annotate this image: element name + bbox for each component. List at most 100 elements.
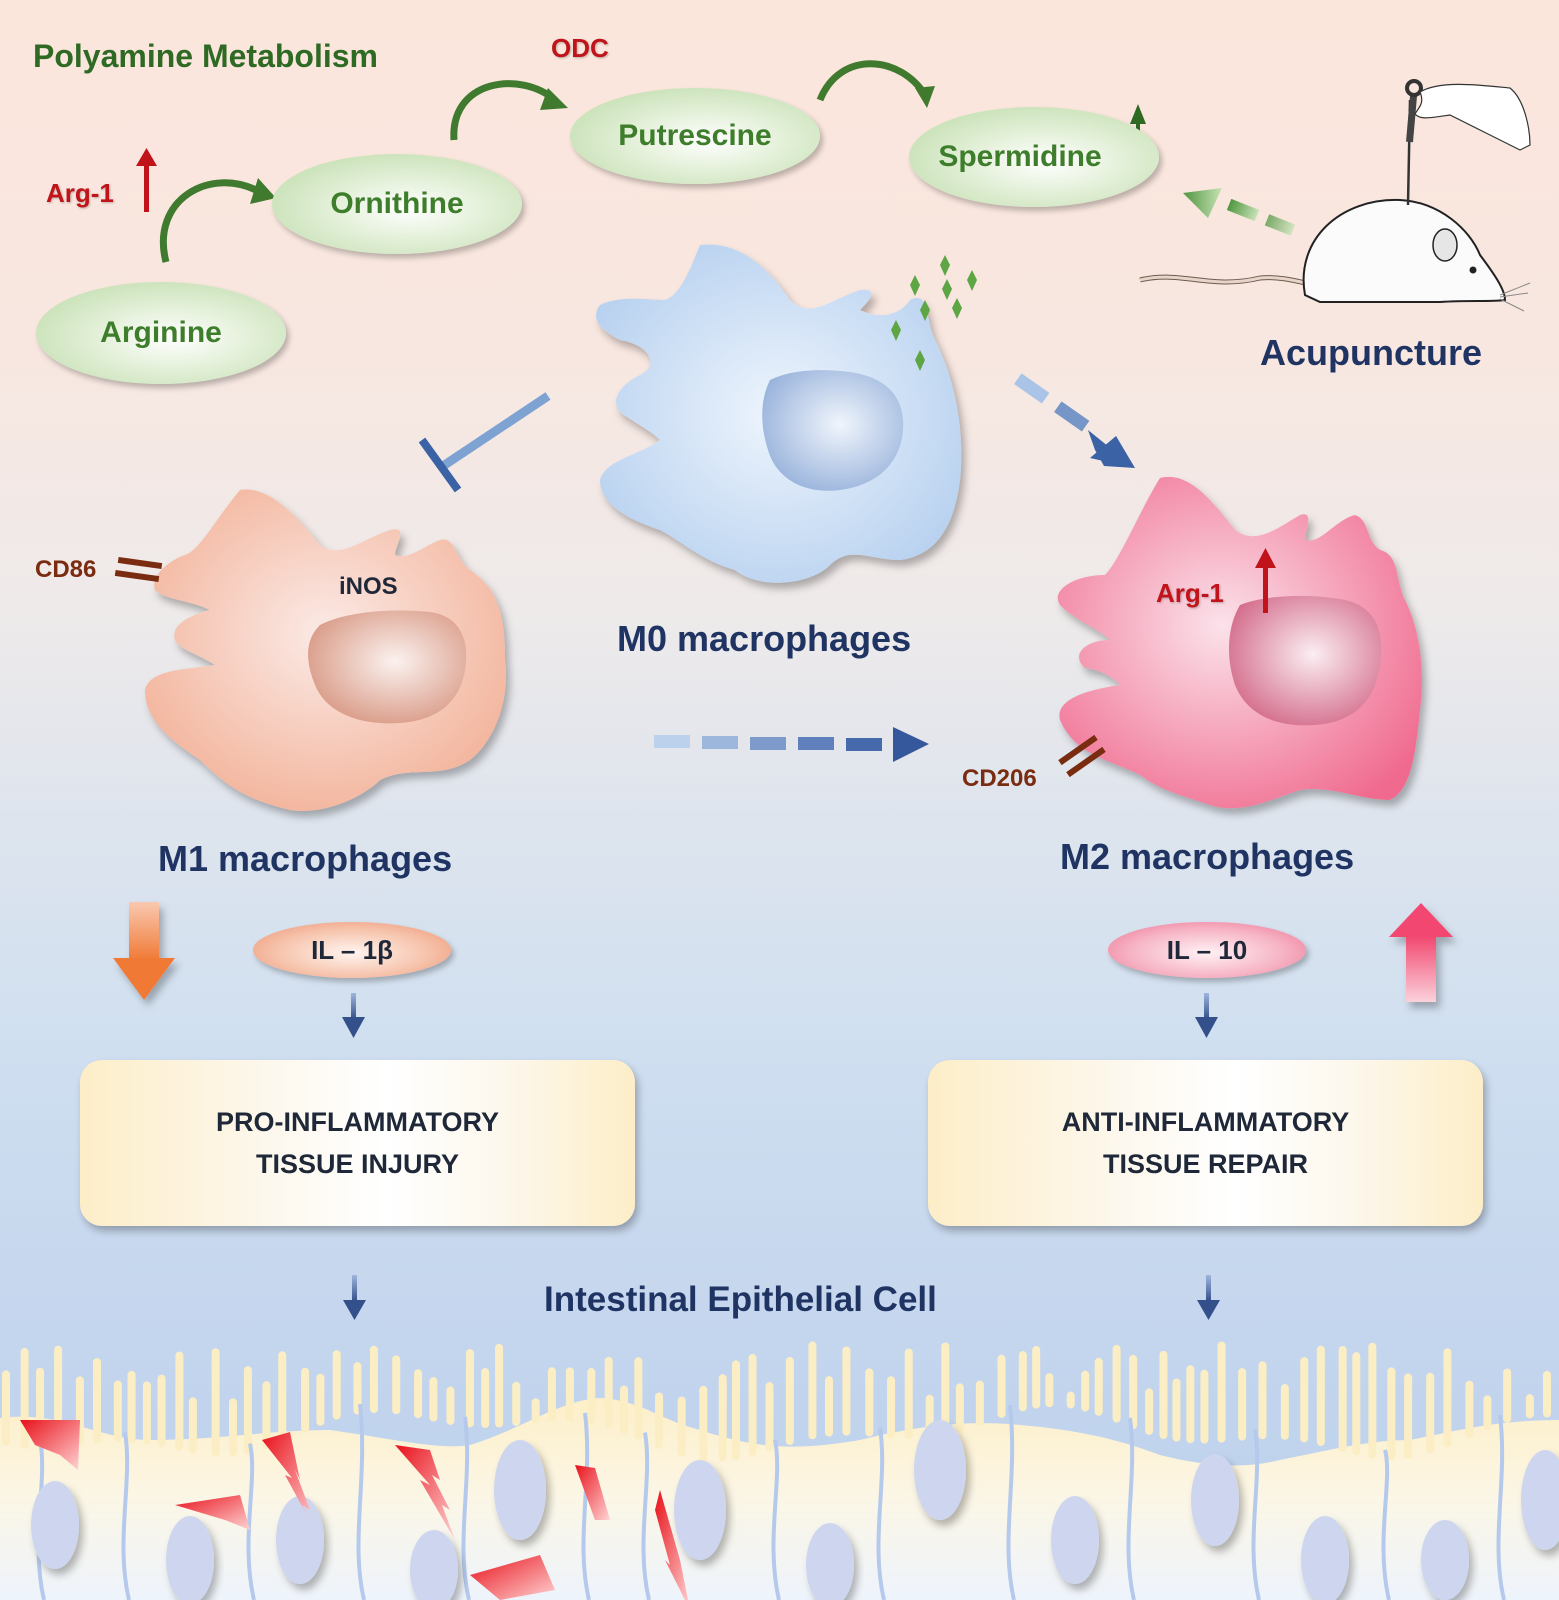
particle-icon bbox=[910, 275, 920, 296]
particle-icon bbox=[942, 279, 952, 300]
metabolite-node-spermidine[interactable]: Spermidine bbox=[909, 107, 1159, 207]
outcome-line-2: TISSUE INJURY bbox=[255, 1149, 460, 1179]
nucleus bbox=[1301, 1516, 1349, 1600]
cell-membrane bbox=[1496, 1414, 1506, 1600]
down-arrow-icon bbox=[342, 993, 1220, 1320]
particle-icon bbox=[915, 350, 925, 371]
cell-membrane bbox=[1126, 1417, 1136, 1600]
m0-macrophages-label: M0 macrophages bbox=[617, 618, 912, 659]
nucleus bbox=[806, 1523, 854, 1600]
cytokine-label: IL – 1β bbox=[311, 934, 393, 965]
ornithine-to-putrescine-arrow bbox=[450, 80, 558, 141]
epithelial-nuclei bbox=[31, 1420, 1559, 1600]
particle-icon bbox=[940, 255, 950, 276]
acupuncture-label: Acupuncture bbox=[1260, 332, 1483, 373]
nucleus bbox=[1421, 1520, 1469, 1600]
damage-bolt-icon bbox=[575, 1465, 610, 1520]
nucleus bbox=[276, 1496, 324, 1584]
cell-membrane bbox=[1381, 1449, 1391, 1600]
damage-bolt-icon bbox=[175, 1495, 250, 1530]
m2-macrophage-cell[interactable] bbox=[1057, 476, 1422, 809]
m2-macrophages-label: M2 macrophages bbox=[1060, 836, 1355, 877]
transition-arrow-m1-to-m2 bbox=[654, 727, 929, 762]
cd86-receptor-icon bbox=[114, 556, 163, 583]
outcome-line-1: PRO-INFLAMMATORY bbox=[216, 1107, 499, 1137]
m2-increase-arrow-icon bbox=[1389, 903, 1453, 1002]
cell-membrane bbox=[246, 1443, 256, 1600]
cell-membrane bbox=[461, 1416, 471, 1600]
cell-membrane bbox=[581, 1412, 591, 1600]
nucleus bbox=[31, 1481, 79, 1569]
rat-illustration-icon bbox=[1139, 198, 1531, 312]
inos-label: iNOS bbox=[339, 573, 398, 600]
nucleus bbox=[494, 1440, 546, 1540]
metabolite-label: Ornithine bbox=[330, 187, 464, 220]
epithelial-layer bbox=[0, 1398, 1559, 1600]
metabolite-node-arginine[interactable]: Arginine bbox=[36, 282, 286, 384]
nucleus bbox=[1191, 1454, 1239, 1546]
cytokine-label: IL – 10 bbox=[1166, 934, 1248, 965]
spermidine-particles bbox=[891, 255, 977, 371]
nucleus bbox=[674, 1460, 726, 1560]
damage-bolt-icon bbox=[20, 1420, 80, 1470]
cell-membrane bbox=[1251, 1429, 1261, 1600]
cytokine-il1b[interactable]: IL – 1β bbox=[253, 922, 451, 978]
cd86-label: CD86 bbox=[35, 556, 97, 583]
m1-macrophage-cell[interactable] bbox=[145, 489, 506, 811]
metabolite-node-ornithine[interactable]: Ornithine bbox=[272, 154, 522, 254]
nucleus bbox=[410, 1530, 458, 1600]
damage-bolt-icon bbox=[470, 1555, 555, 1600]
cell-membrane bbox=[121, 1432, 131, 1600]
inhibition-arrow-m0-to-m1 bbox=[418, 392, 551, 493]
metabolic-flow-arrows bbox=[160, 60, 928, 263]
particle-icon bbox=[891, 320, 901, 341]
arrowhead-icon bbox=[540, 88, 568, 110]
section-title-polyamine: Polyamine Metabolism bbox=[33, 38, 378, 74]
cd206-receptor-icon bbox=[1058, 734, 1106, 778]
particle-icon bbox=[952, 298, 962, 319]
acupuncture-needle-icon bbox=[1405, 79, 1531, 206]
nucleus bbox=[1521, 1450, 1559, 1550]
damage-bolt-icon bbox=[395, 1445, 455, 1540]
nucleus bbox=[914, 1420, 966, 1520]
cell-membranes bbox=[36, 1403, 1506, 1600]
cd206-label: CD206 bbox=[962, 765, 1037, 792]
enzyme-arg1-label: Arg-1 bbox=[46, 178, 114, 208]
outcome-box-anti-inflammatory[interactable]: ANTI-INFLAMMATORY TISSUE REPAIR bbox=[928, 1060, 1483, 1226]
cell-membrane bbox=[356, 1403, 366, 1600]
m2-arg1-up-arrow-icon bbox=[1255, 548, 1276, 613]
intestinal-epithelial-cell-label: Intestinal Epithelial Cell bbox=[544, 1280, 937, 1319]
arrowhead-icon bbox=[915, 86, 935, 108]
arginine-to-ornithine-arrow bbox=[160, 179, 262, 263]
particle-icon bbox=[967, 270, 977, 291]
m2-arg1-label: Arg-1 bbox=[1156, 578, 1224, 608]
cell-membrane bbox=[641, 1432, 651, 1600]
outcome-line-2: TISSUE REPAIR bbox=[1102, 1149, 1309, 1179]
cytokine-il10[interactable]: IL – 10 bbox=[1108, 922, 1306, 978]
cell-membrane bbox=[876, 1427, 886, 1600]
promotion-arrow-m0-to-m2 bbox=[1014, 373, 1135, 468]
metabolite-label: Putrescine bbox=[618, 119, 772, 152]
cell-membrane bbox=[1006, 1404, 1016, 1600]
m1-macrophages-label: M1 macrophages bbox=[158, 838, 453, 879]
m0-macrophage-cell[interactable] bbox=[596, 244, 962, 583]
damage-bolts bbox=[20, 1420, 688, 1600]
outcome-box-pro-inflammatory[interactable]: PRO-INFLAMMATORY TISSUE INJURY bbox=[80, 1060, 635, 1226]
putrescine-to-spermidine-arrow bbox=[816, 60, 928, 102]
particle-icon bbox=[920, 300, 930, 321]
arg1-up-arrow-icon bbox=[136, 148, 157, 212]
metabolite-node-putrescine[interactable]: Putrescine bbox=[570, 88, 820, 184]
damage-bolt-icon bbox=[655, 1490, 688, 1600]
metabolite-label: Arginine bbox=[100, 316, 222, 349]
arrowhead-icon bbox=[250, 178, 276, 204]
acupuncture-effect-arrow bbox=[1183, 188, 1296, 236]
damage-bolt-icon bbox=[262, 1432, 315, 1530]
outcome-line-1: ANTI-INFLAMMATORY bbox=[1061, 1107, 1350, 1137]
enzyme-odc-label: ODC bbox=[551, 33, 609, 63]
m1-decrease-arrow-icon bbox=[113, 902, 175, 1000]
nucleus bbox=[1051, 1496, 1099, 1584]
intestinal-epithelium bbox=[0, 1341, 1559, 1600]
cell-membrane bbox=[771, 1439, 781, 1600]
